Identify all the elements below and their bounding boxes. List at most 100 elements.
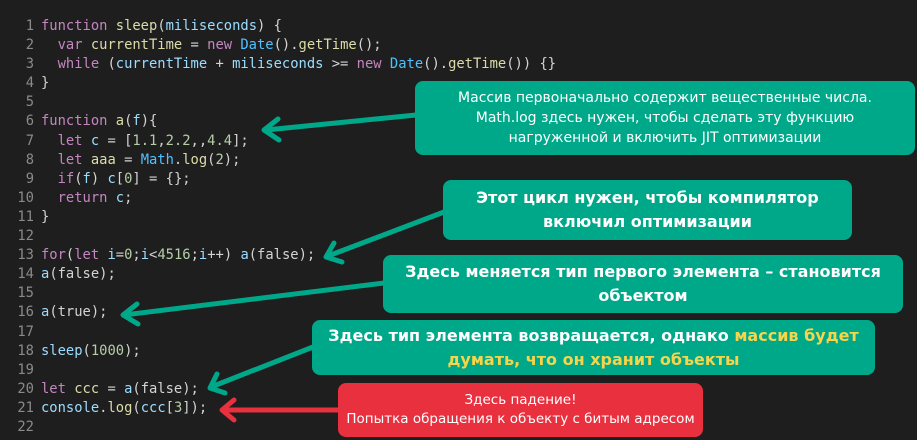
code-token: (: [74, 170, 83, 187]
code-token: new: [356, 56, 390, 73]
arrow-to-line-13: [323, 209, 447, 265]
code-line: 22: [0, 418, 556, 437]
code-token: [: [165, 399, 174, 416]
code-token: ){: [140, 113, 158, 130]
code-token: ();: [356, 37, 382, 54]
code-line: 9 if(f) c[0] = {};: [0, 170, 556, 189]
code-token: a: [41, 266, 50, 283]
code-token: (: [157, 18, 166, 34]
code-token: 0: [124, 170, 133, 187]
code-token: sleep: [115, 18, 158, 34]
code-token: (: [132, 399, 141, 416]
callout-float-array: Массив первоначально содержит вещественн…: [415, 81, 915, 155]
code-line: 16 a(true);: [0, 303, 556, 322]
code-token: miliseconds: [165, 18, 257, 34]
code-token: aaa: [90, 151, 116, 168]
code-token: console: [41, 399, 100, 416]
callout-text: Массив первоначально содержит вещественн…: [458, 90, 872, 106]
code-token: ]);: [182, 399, 208, 416]
code-token: new: [207, 37, 241, 54]
code-token: log: [107, 399, 133, 416]
code-token: ,,: [190, 132, 208, 149]
code-token: i: [140, 247, 150, 264]
code-line: 17: [0, 323, 556, 342]
code-token: (: [82, 342, 91, 359]
code-token: ().: [273, 37, 299, 54]
arrow-to-line-7: [261, 112, 419, 143]
callout-text: Попытка обращения к объекту с битым адре…: [346, 411, 695, 427]
code-token: ;: [124, 189, 133, 206]
code-token: let: [41, 132, 91, 149]
code-token: >=: [323, 56, 357, 73]
code-token: sleep: [41, 342, 83, 359]
line-number: 2: [25, 37, 34, 54]
code-token: ): [90, 170, 108, 187]
code-token: 0: [124, 247, 133, 264]
callout-text: Этот цикл нужен, чтобы компилятор: [476, 188, 819, 207]
code-token: let: [41, 151, 91, 168]
callout-type-change: Здесь меняется тип первого элемента – ст…: [383, 255, 903, 313]
code-token: getTime: [448, 56, 507, 73]
callout-text: Здесь меняется тип первого элемента – ст…: [405, 262, 881, 281]
code-token: = [: [99, 132, 133, 149]
code-token: let: [74, 247, 108, 264]
code-token: ().: [423, 56, 449, 73]
code-token: .: [173, 151, 183, 168]
code-token: Math: [140, 151, 174, 168]
code-token: if: [41, 170, 75, 187]
line-number: 5: [25, 94, 34, 111]
line-number: 15: [17, 285, 34, 302]
code-token: getTime: [298, 37, 357, 54]
line-number: 10: [17, 189, 34, 206]
line-number: 11: [17, 208, 34, 225]
code-token: (false);: [49, 266, 116, 283]
code-token: <: [149, 247, 158, 264]
code-token: ;: [190, 247, 199, 264]
code-token: =: [99, 380, 125, 397]
code-token: function: [41, 113, 116, 130]
code-token: 1000: [90, 342, 125, 359]
code-token: i: [198, 247, 208, 264]
code-token: function: [41, 18, 116, 34]
line-number: 17: [17, 323, 34, 340]
code-token: ccc: [74, 380, 100, 397]
code-token: ++): [207, 247, 241, 264]
code-token: a: [41, 304, 50, 321]
line-number: 14: [17, 266, 34, 283]
code-token: (false);: [132, 380, 199, 397]
code-token: ] = {};: [132, 170, 191, 187]
code-token: (: [124, 113, 133, 130]
line-number: 1: [25, 18, 34, 34]
line-number: 7: [25, 132, 34, 149]
callout-text: нагруженной и включить JIT оптимизации: [508, 130, 822, 146]
code-token: currentTime: [115, 56, 208, 73]
code-token: [: [115, 170, 125, 187]
code-token: .: [99, 399, 108, 416]
code-token: a: [124, 380, 133, 397]
code-line: 10 return c;: [0, 189, 556, 208]
callout-text: Здесь падение!: [464, 392, 577, 408]
code-token: return: [41, 189, 116, 206]
code-token: );: [223, 151, 241, 168]
arrow-to-line-16: [120, 280, 387, 327]
code-token: i: [107, 247, 116, 264]
callout-text: включил оптимизации: [543, 212, 752, 231]
code-token: c: [115, 189, 125, 206]
line-number: 16: [17, 304, 34, 321]
code-token: ];: [232, 132, 249, 149]
line-number: 22: [17, 418, 34, 435]
code-line: 7 let c = [1.1,2.2,,4.4];: [0, 132, 556, 151]
code-token: (true);: [49, 304, 108, 321]
code-token: Date: [240, 37, 274, 54]
code-token: let: [41, 380, 75, 397]
code-token: }: [41, 208, 50, 225]
code-token: 3: [173, 399, 183, 416]
line-number: 8: [25, 151, 34, 168]
callout-highlight: массив будет: [734, 325, 859, 345]
code-token: currentTime: [90, 37, 183, 54]
callout-crash: Здесь падение! Попытка обращения к объек…: [338, 383, 703, 437]
callout-highlight: думать, что он хранит объекты: [447, 349, 740, 369]
